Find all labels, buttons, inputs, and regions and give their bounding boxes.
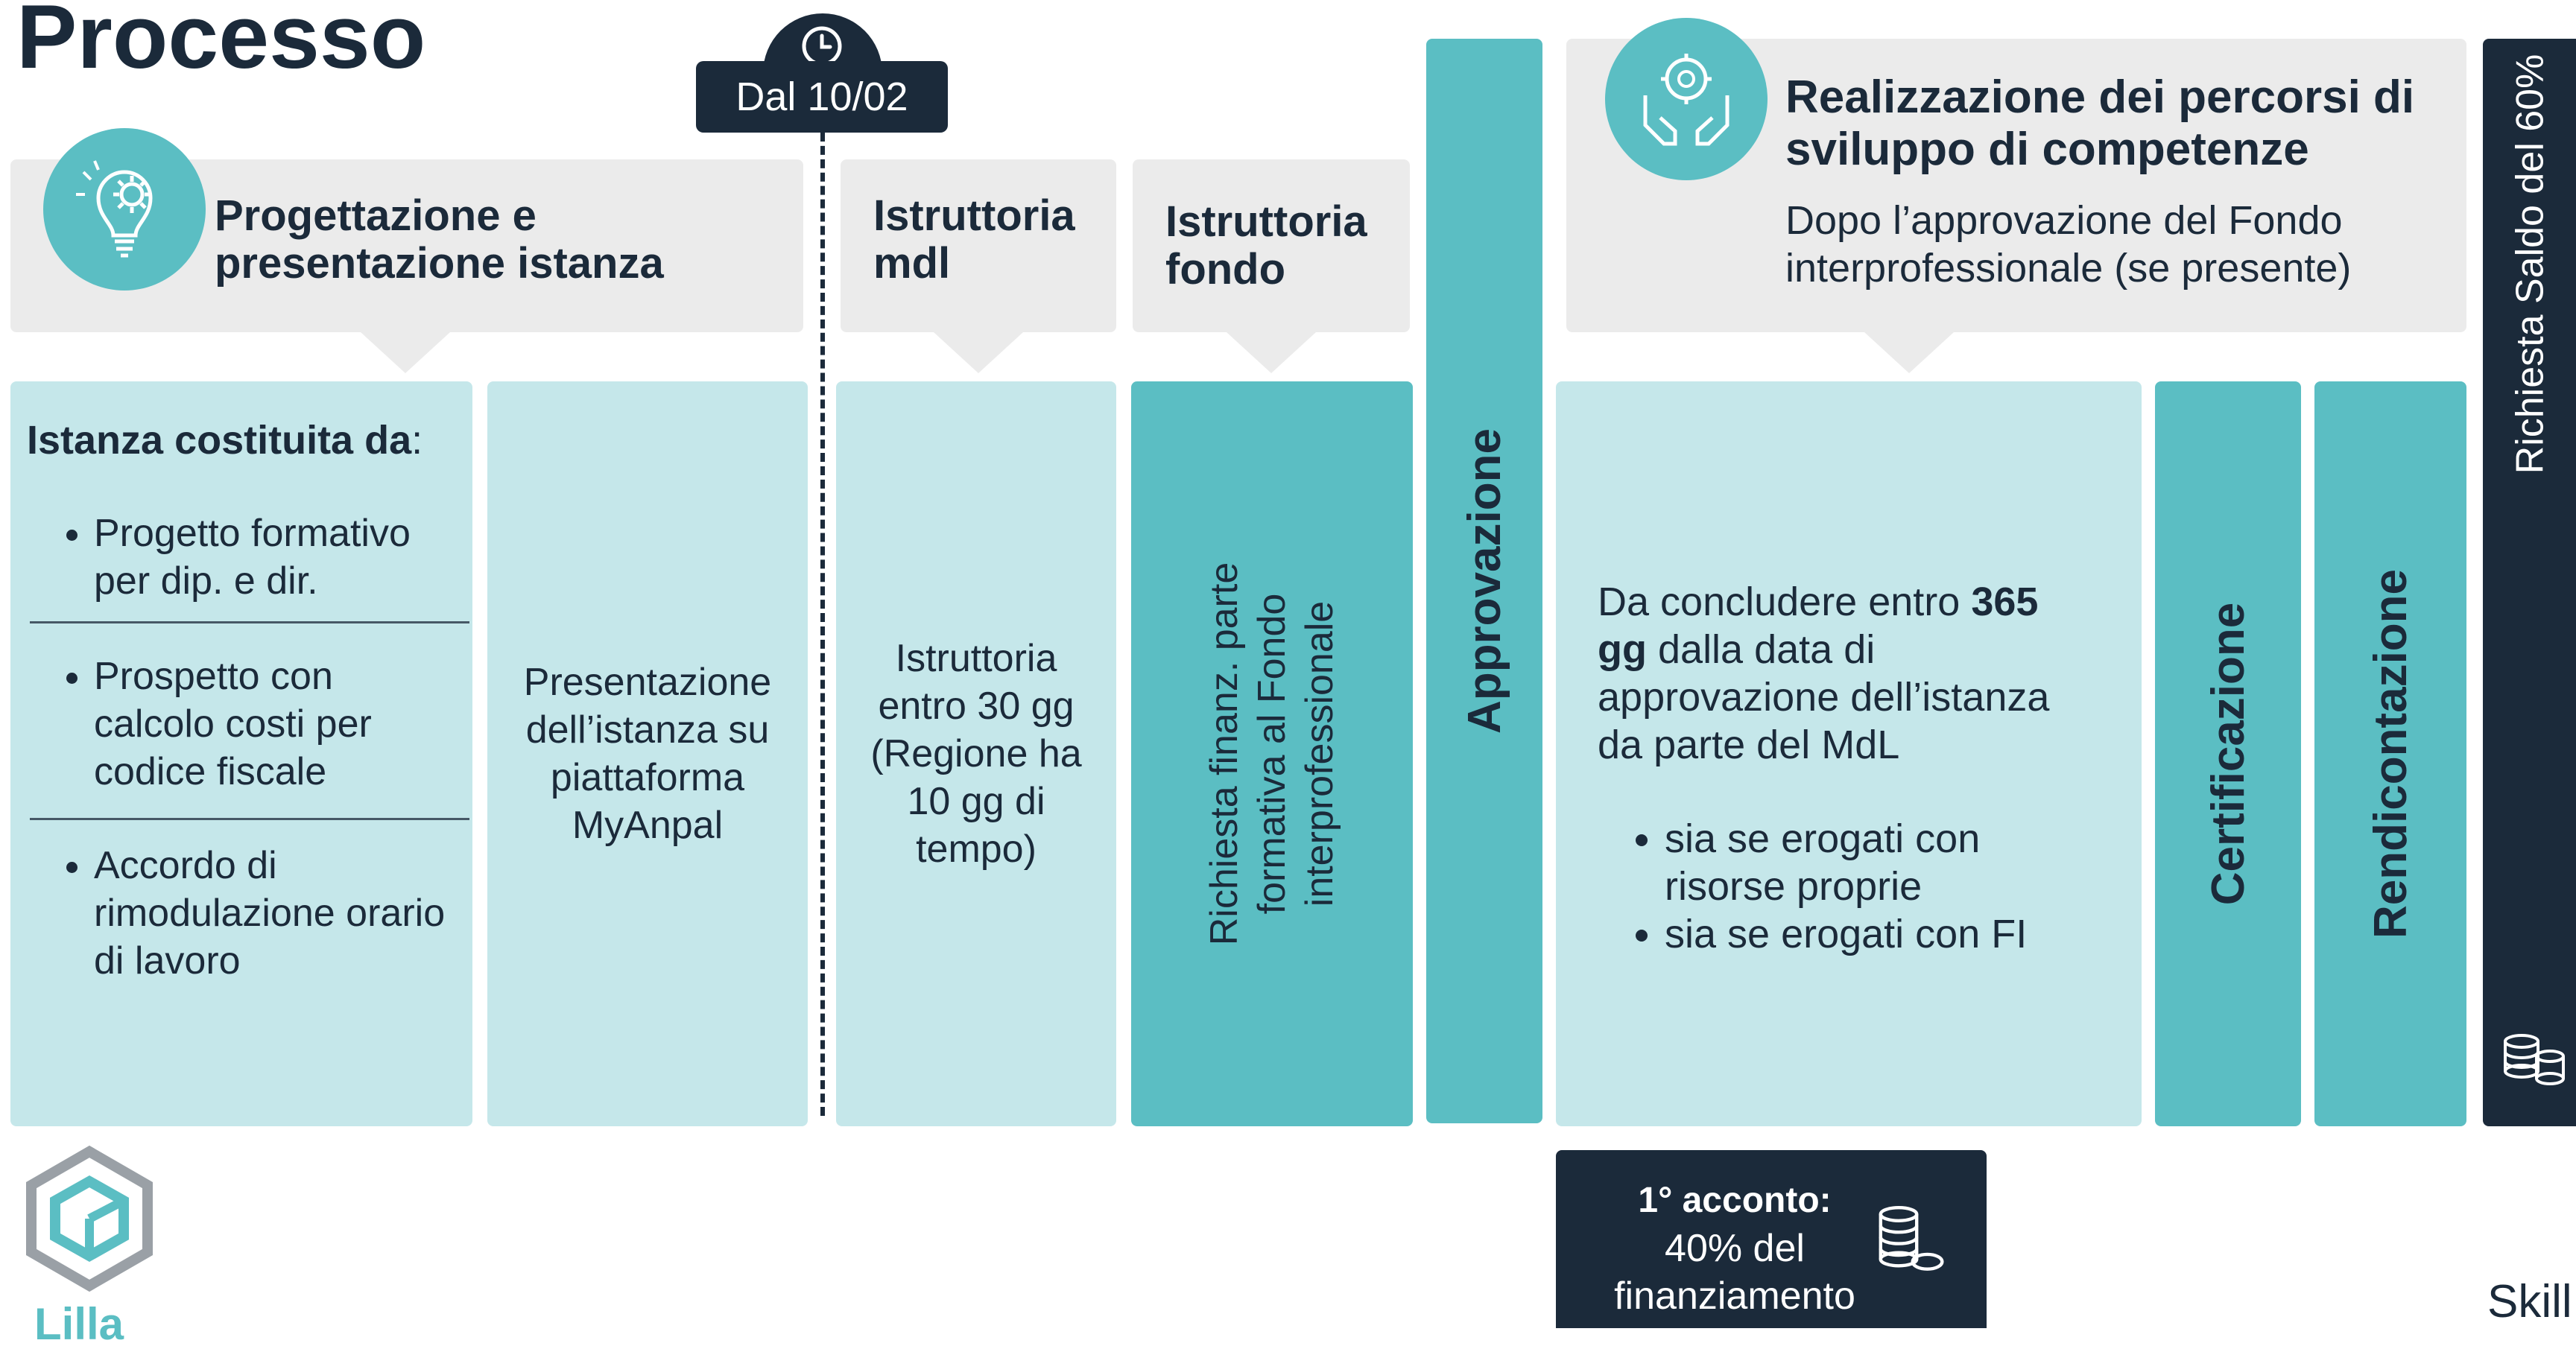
approvazione-text: Approvazione bbox=[1458, 428, 1510, 734]
list-item: sia se erogati con FI bbox=[1665, 910, 2104, 958]
list-item: Accordo di rimodulazione orario di lavor… bbox=[94, 842, 459, 985]
card-istruttoria: Istruttoria entro 30 gg (Regione ha 10 g… bbox=[836, 381, 1116, 1126]
istanza-list-2: Prospetto con calcolo costi per codice f… bbox=[27, 653, 459, 796]
card-richiesta-fondo: Richiesta finanz. parte formativa al Fon… bbox=[1131, 381, 1413, 1126]
istanza-heading: Istanza costituita da: bbox=[27, 418, 423, 463]
coins-icon bbox=[2499, 1019, 2574, 1094]
phase-title-progettazione: Progettazione e presentazione istanza bbox=[215, 191, 664, 288]
istanza-list-3: Accordo di rimodulazione orario di lavor… bbox=[27, 842, 459, 985]
divider bbox=[30, 818, 469, 820]
coins-icon bbox=[1866, 1198, 1948, 1280]
list-item: Prospetto con calcolo costi per codice f… bbox=[94, 653, 459, 796]
timeline-divider bbox=[820, 133, 825, 1116]
phase-title-realizzazione: Realizzazione dei percorsi di sviluppo d… bbox=[1785, 72, 2415, 175]
footer-logo-text: Lilla bbox=[34, 1299, 124, 1349]
card-certificazione: Certificazione bbox=[2155, 381, 2301, 1126]
phase-icon-progettazione bbox=[43, 128, 206, 291]
phase-title-istruttoria-fondo: Istruttoria fondo bbox=[1165, 197, 1367, 293]
certificazione-text: Certificazione bbox=[2202, 602, 2254, 906]
lightbulb-gear-icon bbox=[76, 160, 153, 258]
acconto-box: 1° acconto: 40% del finanziamento bbox=[1556, 1150, 1987, 1328]
phase-header-istruttoria-mdl: Istruttoria mdl bbox=[841, 159, 1116, 373]
date-marker: Dal 10/02 bbox=[696, 13, 948, 133]
date-label: Dal 10/02 bbox=[696, 61, 948, 133]
card-saldo: Richiesta Saldo del 60% bbox=[2483, 39, 2576, 1126]
hands-gear-icon bbox=[1643, 54, 1730, 146]
footer-brand: Skill bbox=[2487, 1276, 2572, 1327]
acconto-line3: finanziamento bbox=[1614, 1275, 1855, 1318]
cube-logo-icon bbox=[21, 1144, 158, 1293]
concludere-list: sia se erogati con risorse proprie sia s… bbox=[1598, 815, 2104, 958]
card-rendicontazione: Rendicontazione bbox=[2314, 381, 2466, 1126]
card-approvazione: Approvazione bbox=[1426, 39, 1542, 1123]
phase-header-realizzazione: Realizzazione dei percorsi di sviluppo d… bbox=[1566, 18, 2466, 373]
istanza-list-1: Progetto formativo per dip. e dir. bbox=[27, 510, 459, 605]
concludere-text: Da concludere entro 365 gg dalla data di… bbox=[1598, 580, 2050, 767]
page-title: Processo bbox=[16, 0, 426, 87]
list-item: sia se erogati con risorse proprie bbox=[1665, 815, 2104, 910]
phase-header-istruttoria-fondo: Istruttoria fondo bbox=[1133, 159, 1410, 373]
phase-header-progettazione: Progettazione e presentazione istanza bbox=[10, 128, 803, 373]
card-presentazione: Presentazione dell’istanza su piattaform… bbox=[487, 381, 808, 1126]
istruttoria-text: Istruttoria entro 30 gg (Regione ha 10 g… bbox=[870, 637, 1082, 871]
list-item: Progetto formativo per dip. e dir. bbox=[94, 510, 459, 605]
acconto-line2: 40% del bbox=[1665, 1227, 1805, 1270]
card-concludere: Da concludere entro 365 gg dalla data di… bbox=[1556, 381, 2142, 1126]
acconto-title: 1° acconto: bbox=[1638, 1181, 1832, 1220]
divider bbox=[30, 621, 469, 623]
card-istanza: Istanza costituita da: Progetto formativ… bbox=[10, 381, 472, 1126]
phase-icon-realizzazione bbox=[1605, 18, 1768, 180]
richiesta-fondo-text: Richiesta finanz. parte formativa al Fon… bbox=[1203, 562, 1341, 946]
phase-title-istruttoria-mdl: Istruttoria mdl bbox=[873, 191, 1075, 288]
rendicontazione-text: Rendicontazione bbox=[2364, 568, 2417, 939]
saldo-text: Richiesta Saldo del 60% bbox=[2508, 54, 2551, 474]
phase-subtitle-realizzazione: Dopo l’approvazione del Fondo interprofe… bbox=[1785, 198, 2352, 291]
presentazione-text: Presentazione dell’istanza su piattaform… bbox=[523, 661, 772, 847]
